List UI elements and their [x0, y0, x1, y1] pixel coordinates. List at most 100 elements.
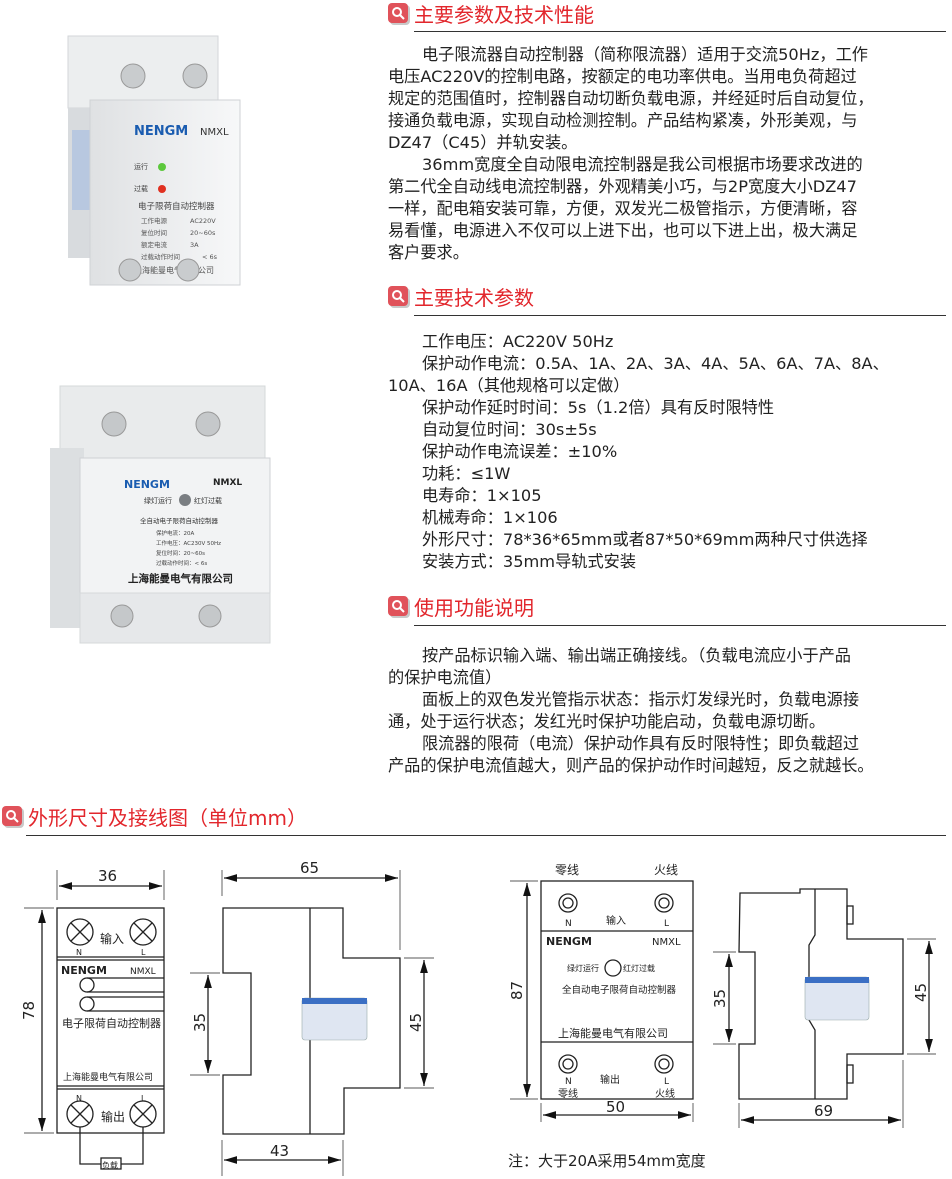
- brand-logo: NENGM: [134, 124, 188, 139]
- text-line: 保护动作电流误差：±10%: [422, 442, 618, 461]
- dim-depth: 69: [814, 1102, 833, 1120]
- screw-icon: [176, 258, 200, 282]
- text-line: 产品的保护电流值越大，则产品的保护动作时间越短，反之就越长。: [388, 756, 874, 775]
- text-line: 功耗：≤1W: [422, 464, 511, 483]
- spec-value: AC220V: [190, 217, 216, 225]
- model-label: NMXL: [130, 967, 156, 977]
- dim-body: 45: [407, 1013, 425, 1032]
- n-label: N: [76, 1094, 82, 1103]
- model-label: NMXL: [200, 127, 229, 138]
- n-label: N: [565, 1077, 572, 1087]
- green-label: 绿灯运行: [567, 963, 599, 973]
- section-header-dimensions: 外形尺寸及接线图（单位mm）: [2, 803, 307, 830]
- terminal-icon: [66, 1100, 94, 1128]
- dim-depth: 65: [300, 859, 319, 877]
- output-label: 输出: [101, 1109, 125, 1124]
- search-icon: [388, 596, 408, 616]
- l-label: L: [664, 1077, 669, 1087]
- input-label: 输入: [606, 914, 626, 927]
- spec-key: 额定电流: [141, 240, 168, 249]
- dim-width: 36: [98, 867, 117, 885]
- text-line: 第二代全自动线电流控制器，外观精美小巧，与2P宽度大小DZ47: [388, 177, 857, 196]
- screw-icon: [198, 604, 222, 628]
- indicator-icon: [604, 959, 622, 977]
- company-name: 上海能曼电气有限公司: [558, 1026, 668, 1040]
- small-front-view: 输入 N L NENGM NMXL 电子限荷自动控制器 上海能曼电气有限公司 N…: [20, 867, 165, 1170]
- divider: [414, 315, 946, 316]
- dim-rail: 35: [711, 989, 729, 1008]
- usage-text: 按产品标识输入端、输出端正确接线。（负载电流应小于产品 的保护电流值） 面板上的…: [388, 645, 948, 777]
- screw-icon: [118, 258, 142, 282]
- terminal-icon: [654, 1054, 674, 1074]
- features-text: 电子限流器自动控制器（简称限流器）适用于交流50Hz，工作 电压AC220V的控…: [388, 44, 948, 264]
- green-label: 绿灯运行: [144, 496, 172, 505]
- dim-rail: 35: [191, 1013, 209, 1032]
- section-header-features: 主要参数及技术性能: [388, 0, 594, 27]
- section-header-specs: 主要技术参数: [388, 283, 534, 310]
- model-label: NMXL: [652, 937, 681, 948]
- text-line: 保护动作延时时间：5s（1.2倍）具有反时限特性: [422, 398, 775, 417]
- small-side-view: 65 35 45 43: [190, 859, 434, 1176]
- red-label: 红灯过载: [623, 963, 655, 973]
- product-name: 全自动电子限荷自动控制器: [562, 984, 677, 996]
- red-label: 红灯过载: [194, 496, 222, 505]
- text-line: 一样，配电箱安装可靠，方便，双发光二极管指示，方便清晰，容: [388, 199, 858, 218]
- terminal-icon: [558, 1054, 578, 1074]
- text-line: 36mm宽度全自动限电流控制器是我公司根据市场要求改进的: [422, 155, 863, 174]
- neutral-label: 零线: [558, 1087, 578, 1100]
- company-name: 上海能曼电气有限公司: [63, 1071, 153, 1083]
- text-line: 接通负载电源，实现自动检测控制。产品结构紧凑，外形美观，与: [388, 111, 858, 130]
- terminal-icon: [654, 893, 674, 913]
- width-note: 注：大于20A采用54mm宽度: [508, 1152, 706, 1170]
- product-name: 全自动电子限荷自动控制器: [140, 516, 219, 525]
- l-label: L: [141, 1094, 146, 1103]
- l-label: L: [141, 948, 146, 957]
- dim-width: 50: [606, 1098, 625, 1116]
- spec-key: 复位时间: [141, 228, 167, 237]
- n-label: N: [565, 919, 572, 929]
- terminal-icon: [66, 918, 94, 946]
- product-photo-small: NENGM NMXL 运行 过载 电子限荷自动控制器 工作电源 AC220V 复…: [67, 35, 241, 286]
- screw-icon: [182, 63, 208, 89]
- red-led-icon: [158, 185, 166, 193]
- live-label: 火线: [655, 1087, 675, 1100]
- search-icon: [388, 3, 408, 23]
- l-label: L: [664, 919, 669, 929]
- text-line: 易看懂，电源进入不仅可以上进下出，也可以下进上出，极大满足: [388, 221, 858, 240]
- text-line: 安装方式：35mm导轨式安装: [422, 552, 637, 571]
- screw-icon: [195, 411, 221, 437]
- spec-value: 20~60s: [190, 229, 216, 237]
- screw-icon: [101, 411, 127, 437]
- load-label: 负载: [102, 1160, 118, 1170]
- text-line: 客户要求。: [388, 243, 469, 262]
- company-name: 上海能曼电气有限公司: [128, 572, 233, 585]
- dim-base: 43: [270, 1142, 289, 1160]
- text-line: 机械寿命：1×106: [422, 508, 558, 527]
- indicator-led-icon: [179, 494, 191, 506]
- search-icon: [2, 806, 22, 826]
- spec-key: 过载动作时间: [141, 252, 180, 261]
- product-photo-large: NENGM NMXL 绿灯运行 红灯过载 全自动电子限荷自动控制器 保护电流：2…: [50, 385, 271, 644]
- product-name: 电子限荷自动控制器: [62, 1016, 161, 1030]
- product-name: 电子限荷自动控制器: [138, 201, 215, 212]
- section-title: 主要参数及技术性能: [414, 2, 594, 27]
- divider: [26, 835, 946, 836]
- section-title: 外形尺寸及接线图（单位mm）: [28, 805, 307, 830]
- company-name: 上海能曼电气有限公司: [134, 265, 214, 275]
- brand-logo: NENGM: [124, 478, 170, 491]
- text-line: 工作电压：AC220V 50Hz: [422, 332, 614, 351]
- large-side-view: 35 45 69: [711, 888, 936, 1128]
- spec-value: 3A: [190, 241, 199, 249]
- dim-body: 45: [912, 983, 930, 1002]
- section-title: 使用功能说明: [414, 595, 534, 620]
- large-front-view: 零线 火线 N 输入 L NENGM NMXL 绿灯运行 红灯过载 全自动电子限…: [508, 863, 694, 1122]
- dim-height: 78: [20, 1001, 38, 1020]
- text-line: 的保护电流值）: [388, 668, 502, 687]
- text-line: 10A、16A（其他规格可以定做）: [388, 376, 630, 395]
- brand-logo: NENGM: [546, 935, 592, 948]
- product-label-sticker: [804, 976, 870, 1021]
- spec-row: 工作电压：AC230V 50Hz: [156, 539, 221, 547]
- section-title: 主要技术参数: [414, 285, 534, 310]
- spec-row: 复位时间：20~60s: [156, 549, 205, 557]
- terminal-icon: [129, 1100, 157, 1128]
